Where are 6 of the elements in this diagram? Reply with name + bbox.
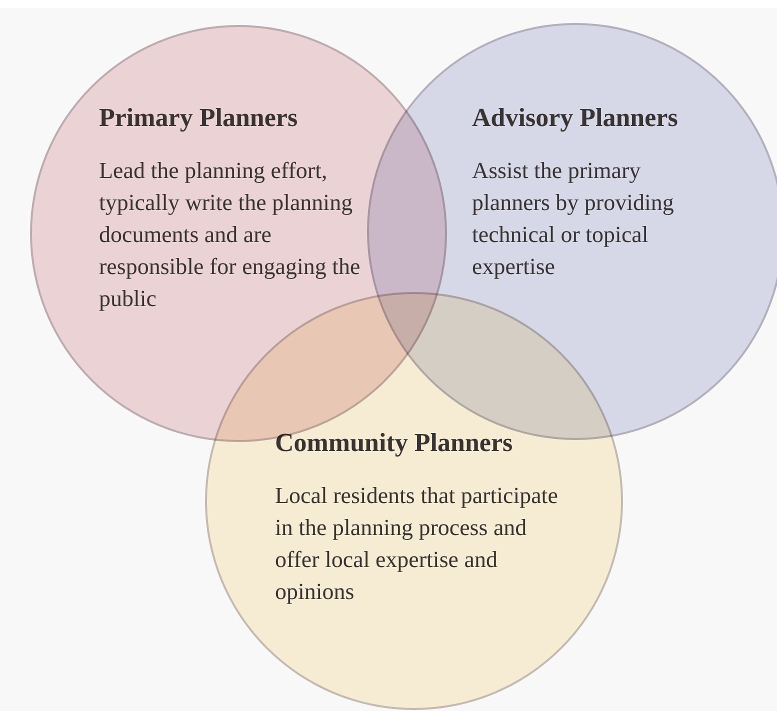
circle-heading: Community Planners bbox=[275, 428, 513, 458]
circle-description: Lead the planning effort, typically write the planning documents and are responsible for engaging the public bbox=[99, 157, 361, 313]
circle-heading: Advisory Planners bbox=[472, 103, 678, 133]
circle-heading: Primary Planners bbox=[99, 103, 298, 133]
circle-description: Local residents that participate in the planning process and offer local expertise and opinions bbox=[275, 482, 559, 606]
circle-description: Assist the primary planners by providing technical or topical expertise bbox=[472, 157, 675, 281]
